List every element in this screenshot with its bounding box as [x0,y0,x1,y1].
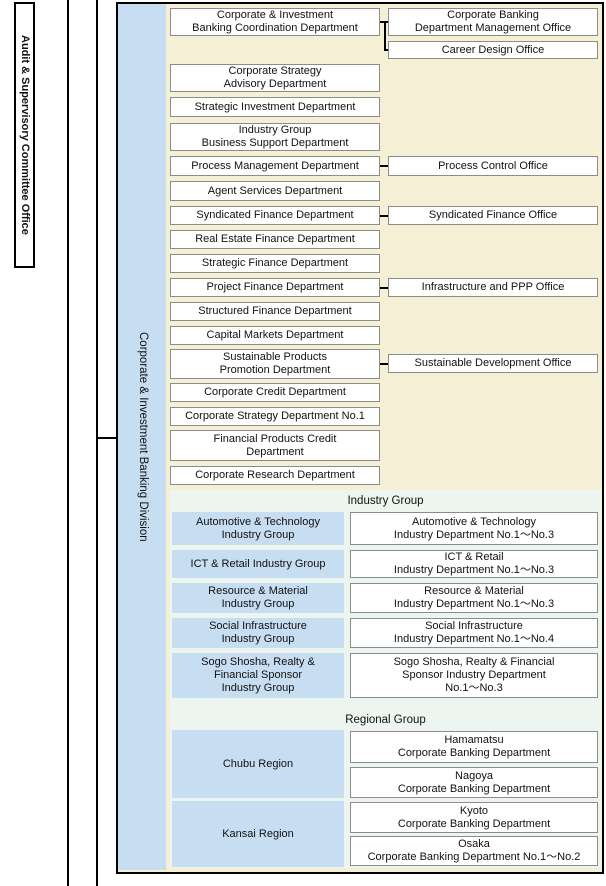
region-box-kansai: Kansai Region [172,801,344,867]
regional-dept-box-osaka: Osaka Corporate Banking Department No.1～… [350,836,598,866]
department-box-corporate-research: Corporate Research Department [170,466,380,485]
department-box-project-finance: Project Finance Department [170,278,380,297]
department-box-banking-coordination: Corporate & Investment Banking Coordinat… [170,8,380,36]
industry-group-box-resource-material: Resource & Material Industry Group [172,583,344,613]
office-box-corporate-banking-dept-management: Corporate Banking Department Management … [388,8,598,36]
department-box-corporate-credit: Corporate Credit Department [170,383,380,402]
industry-group-box-social-infrastructure: Social Infrastructure Industry Group [172,618,344,648]
industry-group-box-sogo-shosha: Sogo Shosha, Realty & Financial Sponsor … [172,653,344,698]
department-box-agent-services: Agent Services Department [170,181,380,201]
regional-dept-box-kyoto: Kyoto Corporate Banking Department [350,802,598,833]
office-box-infrastructure-and-ppp: Infrastructure and PPP Office [388,278,598,297]
department-box-process-management: Process Management Department [170,156,380,176]
industry-dept-box-resource-material: Resource & Material Industry Department … [350,583,598,613]
department-box-strategic-finance: Strategic Finance Department [170,254,380,273]
department-box-corporate-strategy-advisory: Corporate Strategy Advisory Department [170,64,380,92]
office-box-syndicated-finance: Syndicated Finance Office [388,206,598,225]
department-box-sustainable-products-promotion: Sustainable Products Promotion Departmen… [170,349,380,379]
connector-syndicated-finance [380,215,388,217]
industry-group-box-ict-retail: ICT & Retail Industry Group [172,550,344,578]
industry-group-header: Industry Group [347,495,424,507]
department-box-industry-group-business-support: Industry Group Business Support Departme… [170,123,380,151]
connector-coordination-bracket-vertical [384,21,386,50]
industry-dept-box-automotive-technology: Automotive & Technology Industry Departm… [350,512,598,545]
division-title-strip: Corporate & Investment Banking Division [118,4,166,870]
connector-infrastructure-ppp [380,287,388,289]
office-box-career-design: Career Design Office [388,41,598,59]
audit-supervisory-committee-office-box: Audit & Supervisory Committee Office [14,2,35,268]
department-box-strategic-investment: Strategic Investment Department [170,97,380,117]
org-tree-vertical-line-2 [96,0,98,886]
regional-dept-box-hamamatsu: Hamamatsu Corporate Banking Department [350,731,598,763]
connector-sustainable-development [380,363,388,365]
office-box-process-control: Process Control Office [388,156,598,176]
department-box-corporate-strategy-no1: Corporate Strategy Department No.1 [170,407,380,426]
regional-group-header: Regional Group [345,714,426,726]
connector-coordination-bracket-bottom [384,49,388,51]
region-box-chubu: Chubu Region [172,730,344,798]
regional-dept-box-nagoya: Nagoya Corporate Banking Department [350,767,598,798]
office-box-sustainable-development: Sustainable Development Office [388,354,598,373]
industry-group-box-automotive-technology: Automotive & Technology Industry Group [172,512,344,545]
connector-to-division-panel [96,437,118,439]
department-box-syndicated-finance: Syndicated Finance Department [170,206,380,225]
industry-dept-box-sogo-shosha: Sogo Shosha, Realty & Financial Sponsor … [350,653,598,698]
industry-dept-box-ict-retail: ICT & Retail Industry Department No.1～No… [350,550,598,578]
department-box-capital-markets: Capital Markets Department [170,326,380,345]
department-box-financial-products-credit: Financial Products Credit Department [170,430,380,461]
connector-process-control [380,165,388,167]
industry-dept-box-social-infrastructure: Social Infrastructure Industry Departmen… [350,618,598,648]
department-box-structured-finance: Structured Finance Department [170,302,380,321]
org-tree-vertical-line-1 [67,0,69,886]
department-box-real-estate-finance: Real Estate Finance Department [170,230,380,249]
